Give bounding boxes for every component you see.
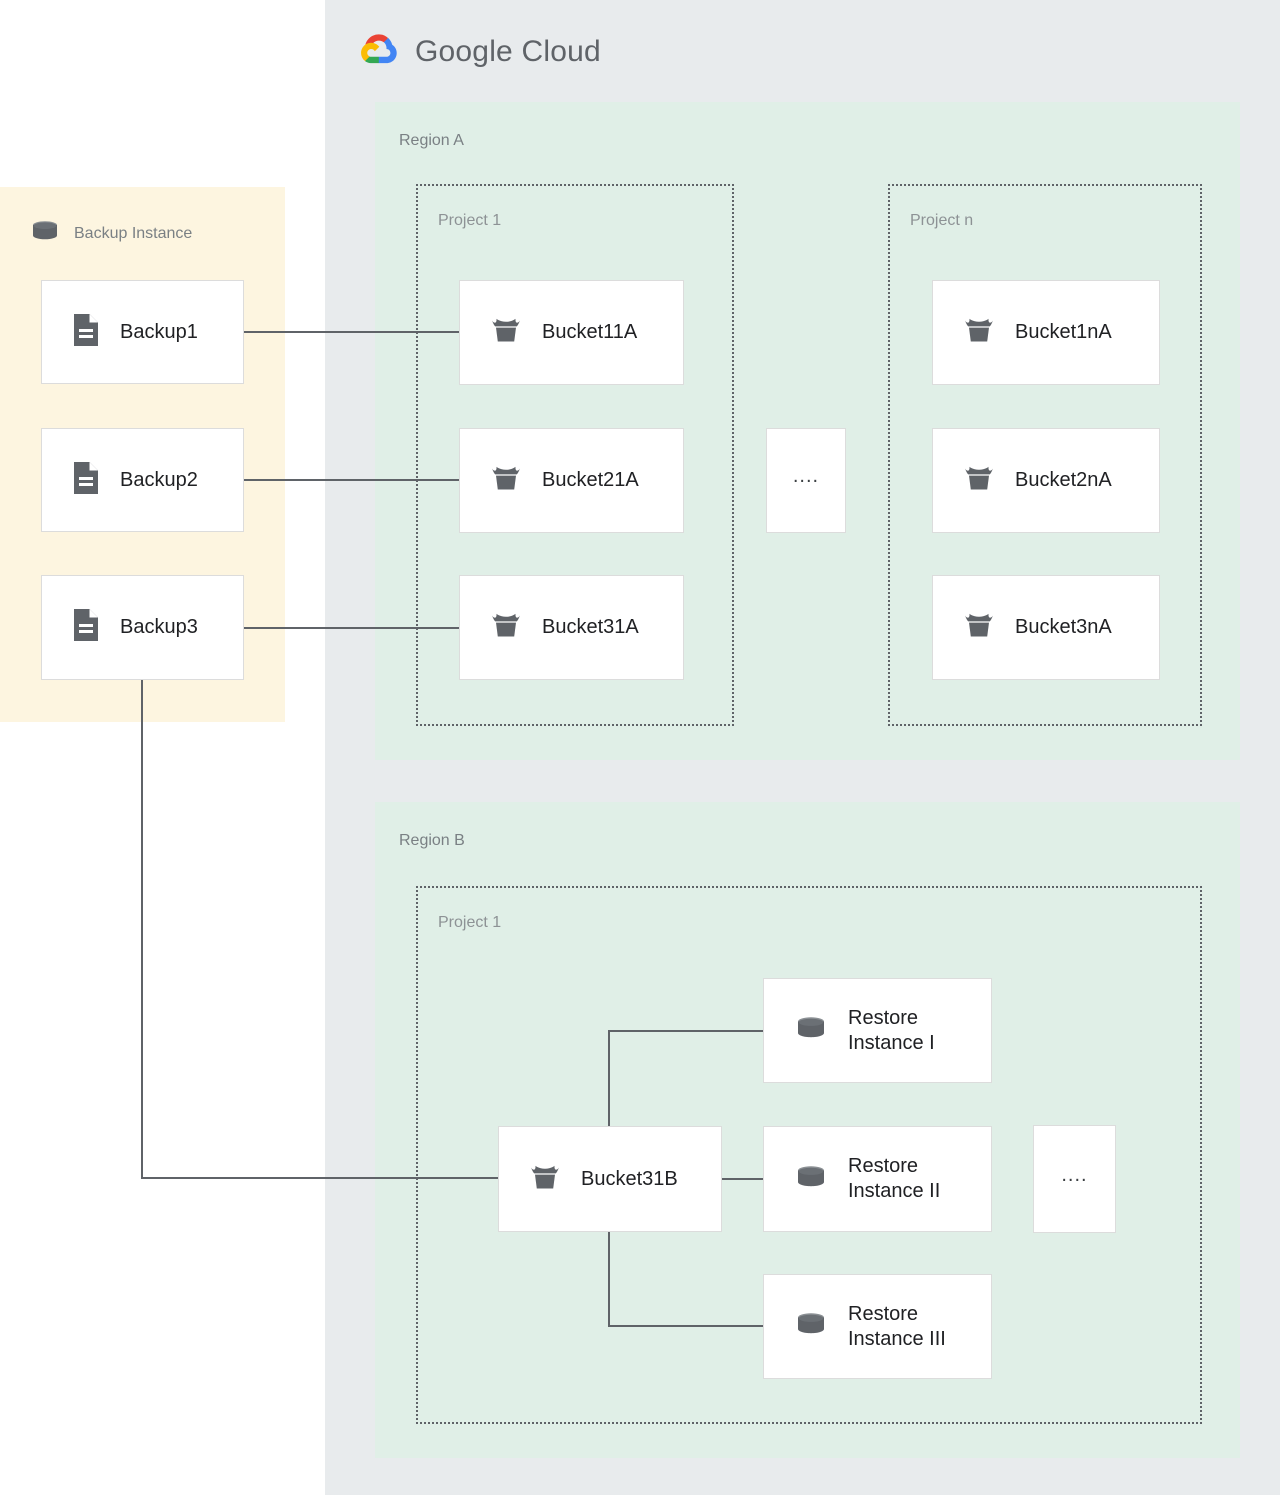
backup-instance-header: Backup Instance [28,217,192,250]
connector-bucket31b-to-restore-instance-i-horizontal [608,1030,764,1032]
card-bucket11a[interactable]: Bucket11A [459,280,684,385]
project-box-region-a-project-n: Project n [888,184,1202,726]
card-label: Bucket2nA [1015,469,1112,491]
bucket-icon [527,1160,563,1199]
card-bucket1na[interactable]: Bucket1nA [932,280,1160,385]
project-box-region-a-project-1: Project 1 [416,184,734,726]
database-cylinder-icon [792,1308,830,1345]
card-label: Backup1 [120,320,198,343]
bucket-icon [488,313,524,352]
card-restore-instance-ii[interactable]: Restore Instance II [763,1126,992,1232]
card-bucket31a[interactable]: Bucket31A [459,575,684,680]
project-title-region-a-project-1: Project 1 [438,212,502,229]
google-cloud-wordmark: Google Cloud [415,35,601,69]
card-restore-instance-i[interactable]: Restore Instance I [763,978,992,1083]
connector-backup3-to-bucket31b-horizontal [141,1177,499,1179]
card-label: Bucket11A [542,321,638,343]
document-icon [70,606,102,649]
ellipsis-label: .... [792,465,820,487]
card-restore-instance-iii[interactable]: Restore Instance III [763,1274,992,1379]
card-label: Bucket3nA [1015,616,1112,638]
backup-instance-title: Backup Instance [74,224,193,242]
connector-backup3-to-bucket31b-vertical [141,679,143,1178]
card-label: Restore Instance III [848,1302,946,1350]
card-backup2[interactable]: Backup2 [41,428,244,532]
ellipsis-label: .... [1061,1163,1088,1186]
bucket-icon [961,461,997,500]
card-bucket21a[interactable]: Bucket21A [459,428,684,533]
card-label: Backup2 [120,468,198,491]
card-ellipsis-region-a: .... [766,428,846,533]
project-title-region-a-project-n: Project n [910,212,974,229]
connector-bucket31b-to-restore-instance-iii-vertical [608,1232,610,1327]
card-bucket3na[interactable]: Bucket3nA [932,575,1160,680]
brand-word-google: Google [415,34,513,68]
card-label: Backup3 [120,616,198,638]
bucket-icon [961,608,997,647]
document-icon [70,459,102,502]
card-label: Restore Instance II [848,1155,941,1202]
card-backup1[interactable]: Backup1 [41,280,244,384]
google-cloud-logo-icon [357,30,403,73]
card-label: Bucket1nA [1015,321,1112,343]
database-cylinder-icon [792,1161,830,1198]
google-cloud-branding: Google Cloud [357,30,601,73]
connector-bucket31b-to-restore-instance-i-vertical [608,1030,610,1127]
card-label: Bucket31A [542,616,639,638]
card-backup3[interactable]: Backup3 [41,575,244,680]
project-box-region-b-project-1: Project 1 [416,886,1202,1424]
region-b-title: Region B [399,832,465,849]
connector-backup2-to-bucket21a [243,479,460,481]
project-title-region-b-project-1: Project 1 [438,914,502,931]
bucket-icon [488,608,524,647]
bucket-icon [961,313,997,352]
document-icon [70,311,102,354]
card-bucket2na[interactable]: Bucket2nA [932,428,1160,533]
bucket-icon [488,461,524,500]
database-cylinder-icon [28,217,62,250]
card-label: Bucket31B [581,1167,678,1190]
card-ellipsis-region-b: .... [1033,1125,1116,1233]
connector-bucket31b-to-restore-instance-ii [722,1178,764,1180]
card-label: Restore Instance I [848,1006,935,1054]
connector-backup1-to-bucket11a [243,331,460,333]
connector-backup3-to-bucket31a [243,627,460,629]
region-a-title: Region A [399,132,464,149]
connector-bucket31b-to-restore-instance-iii-horizontal [608,1325,764,1327]
card-bucket31b[interactable]: Bucket31B [498,1126,722,1232]
card-label: Bucket21A [542,469,639,491]
database-cylinder-icon [792,1012,830,1049]
brand-word-cloud: Cloud [521,34,601,68]
